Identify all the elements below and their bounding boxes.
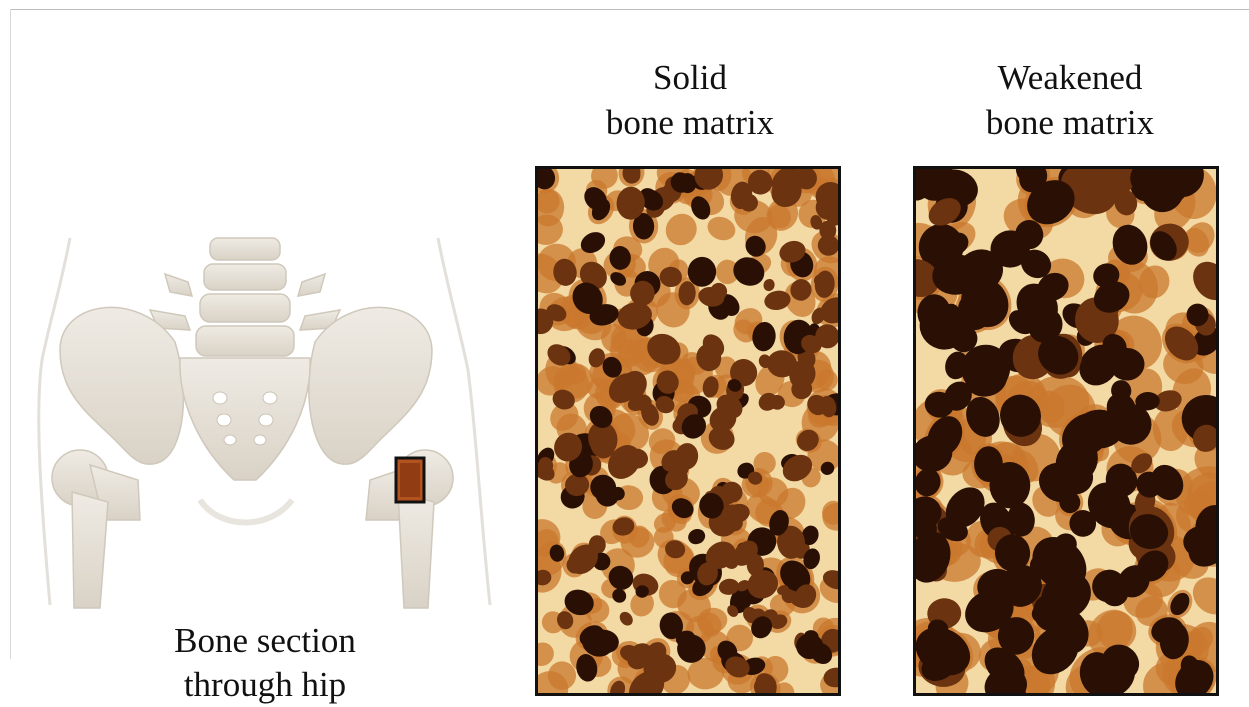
ilium-left [60, 307, 183, 464]
ilium-right [309, 307, 432, 464]
body-outline-right [438, 238, 490, 605]
hip-skeleton-illustration [20, 230, 500, 610]
weakened-bone-title: Weakened bone matrix [915, 55, 1225, 145]
solid-bone-matrix-panel [535, 166, 841, 696]
spine [150, 238, 340, 356]
weakened-bone-texture [916, 169, 1216, 693]
body-outline-left [39, 238, 70, 605]
frame-top-border [10, 9, 1249, 10]
femur-left [52, 450, 140, 608]
sacrum [180, 358, 310, 480]
frame-left-border [10, 9, 11, 659]
bone-section-caption: Bone section through hip [90, 619, 440, 707]
weakened-bone-matrix-panel [913, 166, 1219, 696]
solid-bone-texture [538, 169, 838, 693]
solid-bone-title: Solid bone matrix [535, 55, 845, 145]
